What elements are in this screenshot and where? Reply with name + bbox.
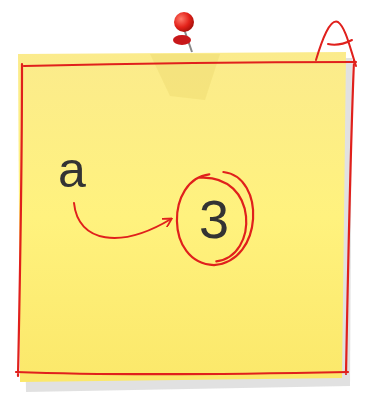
value-text: 3 (199, 192, 229, 246)
variable-text: a (58, 145, 86, 195)
pin-shadow (150, 54, 220, 100)
circled-value: 3 (165, 170, 263, 268)
hand-outline (16, 60, 356, 376)
variable-name: a (52, 139, 92, 201)
pointer-arrow (74, 203, 171, 238)
note-paper (18, 52, 346, 382)
pushpin-base (173, 35, 191, 45)
scribble-mark (316, 22, 356, 66)
pushpin (174, 12, 194, 32)
circle-stroke (177, 172, 253, 265)
